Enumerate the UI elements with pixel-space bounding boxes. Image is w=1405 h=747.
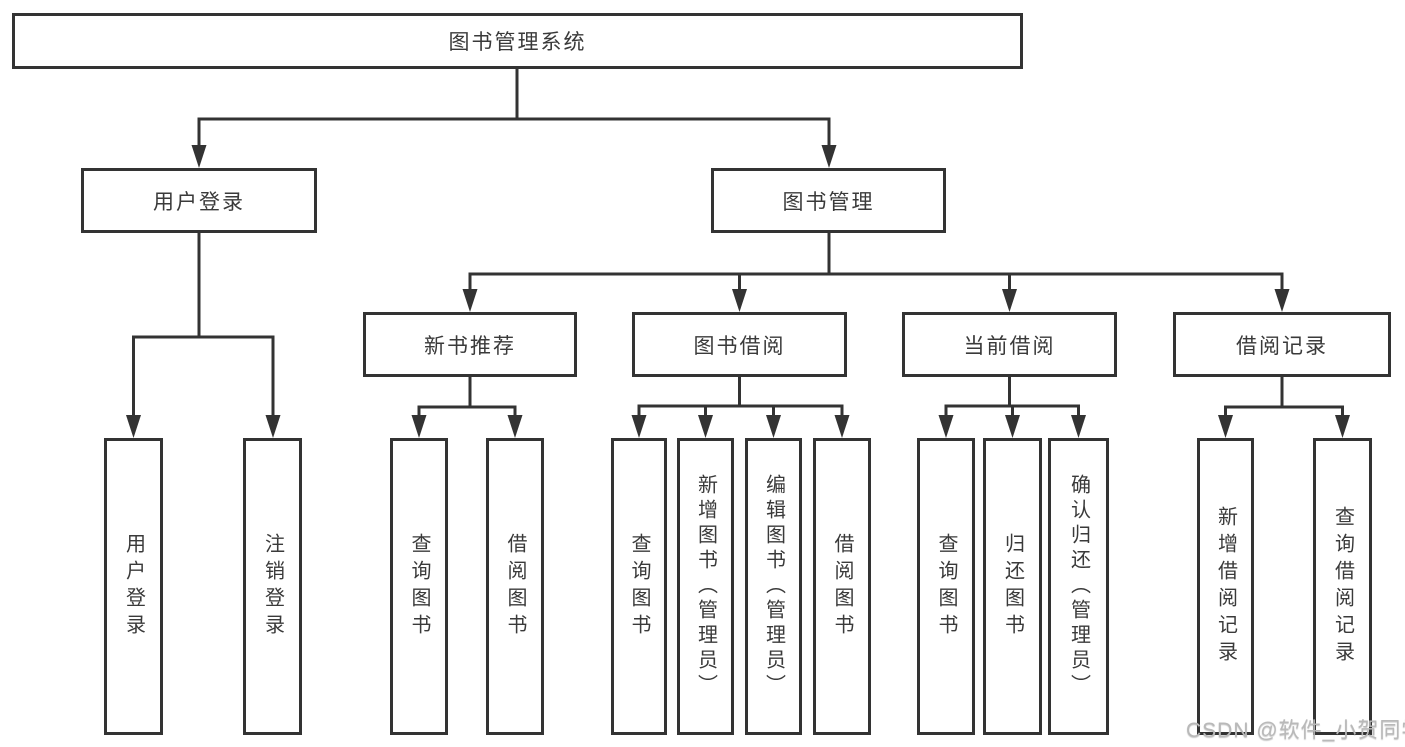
leaf-logout-label: 注销登录 <box>261 532 284 641</box>
node-book-borrow-label: 图书借阅 <box>693 334 786 358</box>
node-new-book-recommend: 新书推荐 <box>363 312 577 377</box>
node-current-borrow-label: 当前借阅 <box>963 334 1056 358</box>
csdn-watermark: CSDN @软件_小贺同学 <box>1186 719 1405 742</box>
node-root-label: 图书管理系统 <box>448 31 587 54</box>
leaf-user-login-label: 用户登录 <box>122 532 145 641</box>
node-current-borrow: 当前借阅 <box>902 312 1117 377</box>
leaf-query-borrow-record: 查询借阅记录 <box>1313 438 1372 735</box>
node-new-book-recommend-label: 新书推荐 <box>424 334 516 358</box>
leaf-query-borrow-record-label: 查询借阅记录 <box>1331 505 1354 668</box>
connector-current-borrow-to-leaves <box>938 377 1086 438</box>
leaf-edit-book-admin: 编辑图书（管理员） <box>745 438 802 735</box>
connector-user-login-to-leaves <box>126 233 281 438</box>
connector-book-borrow-to-leaves <box>631 377 850 438</box>
node-borrow-records-label: 借阅记录 <box>1236 334 1328 358</box>
leaf-add-book-admin: 新增图书（管理员） <box>677 438 734 735</box>
node-user-login-branch: 用户登录 <box>81 168 317 233</box>
node-user-login-branch-label: 用户登录 <box>153 190 245 214</box>
connector-borrow-record-to-leaves <box>1218 377 1350 438</box>
leaf-query-books-recommend: 查询图书 <box>390 438 448 735</box>
leaf-query-books-borrow-label: 查询图书 <box>628 532 650 641</box>
leaf-add-borrow-record-label: 新增借阅记录 <box>1214 505 1237 668</box>
node-root: 图书管理系统 <box>12 13 1023 69</box>
leaf-confirm-return-admin-label: 确认归还（管理员） <box>1067 474 1090 699</box>
node-book-mgmt-branch: 图书管理 <box>711 168 946 233</box>
leaf-borrow-books-recommend: 借阅图书 <box>486 438 544 735</box>
leaf-edit-book-admin-label: 编辑图书（管理员） <box>762 474 785 699</box>
node-book-borrow: 图书借阅 <box>632 312 847 377</box>
leaf-return-books: 归还图书 <box>983 438 1042 735</box>
leaf-borrow-books: 借阅图书 <box>813 438 871 735</box>
leaf-query-books-current: 查询图书 <box>917 438 975 735</box>
leaf-add-borrow-record: 新增借阅记录 <box>1197 438 1254 735</box>
leaf-confirm-return-admin: 确认归还（管理员） <box>1048 438 1109 735</box>
node-borrow-records: 借阅记录 <box>1173 312 1391 377</box>
node-book-mgmt-branch-label: 图书管理 <box>782 190 875 214</box>
leaf-logout: 注销登录 <box>243 438 302 735</box>
leaf-query-books-recommend-label: 查询图书 <box>408 532 430 641</box>
leaf-query-books-current-label: 查询图书 <box>935 532 957 641</box>
leaf-user-login: 用户登录 <box>104 438 163 735</box>
leaf-add-book-admin-label: 新增图书（管理员） <box>694 474 717 699</box>
leaf-return-books-label: 归还图书 <box>1001 532 1024 641</box>
leaf-borrow-books-recommend-label: 借阅图书 <box>504 532 526 641</box>
connector-book-mgmt-to-level3 <box>462 233 1290 312</box>
leaf-query-books-borrow: 查询图书 <box>611 438 667 735</box>
leaf-borrow-books-label: 借阅图书 <box>831 532 853 641</box>
connector-new-book-to-leaves <box>411 377 523 438</box>
connector-root-to-level2 <box>191 69 837 168</box>
